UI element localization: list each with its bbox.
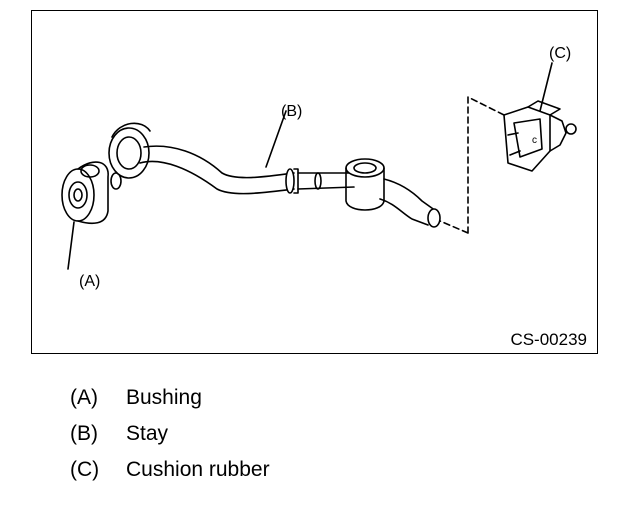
- legend-key: (C): [70, 458, 100, 481]
- svg-text:c: c: [532, 135, 537, 146]
- assembly-line: [439, 96, 505, 234]
- legend-item: (A) Bushing: [70, 380, 270, 416]
- legend-key: (B): [70, 422, 98, 445]
- leader-c: [539, 62, 553, 112]
- stay-part: [108, 122, 441, 228]
- cushion-rubber-part: c: [503, 100, 577, 172]
- callout-c: (C): [549, 45, 572, 62]
- leader-b: [265, 110, 287, 168]
- legend-label: Stay: [126, 422, 169, 445]
- parts-legend: (A) Bushing (B) Stay (C) Cushion rubber: [70, 380, 270, 488]
- legend-item: (C) Cushion rubber: [70, 452, 270, 488]
- bushing-part: [61, 161, 122, 225]
- figure-code: CS-00239: [510, 330, 587, 349]
- legend-item: (B) Stay: [70, 416, 270, 452]
- legend-label: Cushion rubber: [126, 458, 270, 481]
- legend-key: (A): [70, 386, 98, 409]
- parts-drawing: c: [61, 62, 577, 270]
- diagram-frame: c (A) (B) (C) CS-00239: [31, 10, 598, 354]
- callout-a: (A): [79, 273, 101, 290]
- callout-b: (B): [281, 103, 303, 120]
- legend-label: Bushing: [126, 386, 202, 409]
- leader-a: [67, 221, 75, 270]
